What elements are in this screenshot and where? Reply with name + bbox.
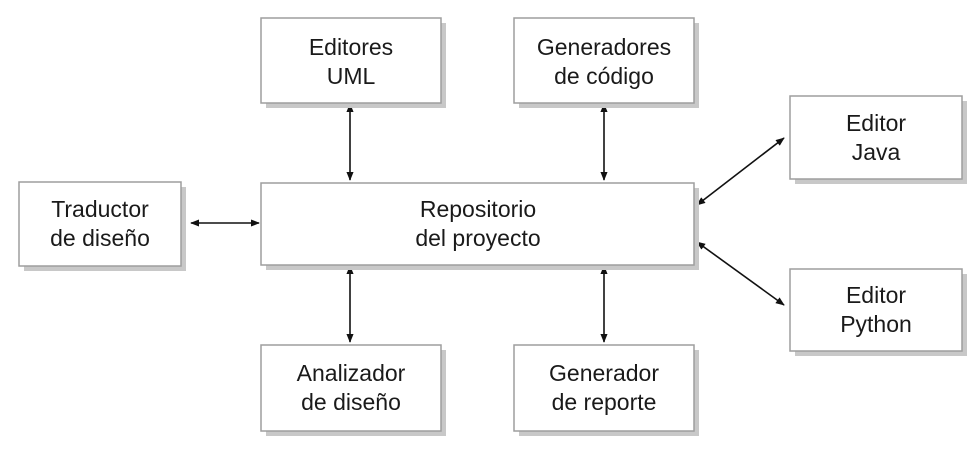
node-uml-editors-line2: UML (327, 63, 376, 89)
node-code-generators-line1: Generadores (537, 34, 671, 60)
node-report-generator: Generador de reporte (513, 344, 699, 436)
edge-repository-java-editor (696, 137, 785, 206)
node-design-translator: Traductor de diseño (18, 181, 186, 271)
node-repository-line1: Repositorio (420, 196, 536, 222)
node-code-generators-line2: de código (554, 63, 654, 89)
node-code-generators: Generadores de código (513, 17, 699, 108)
node-design-analyzer-line1: Analizador (297, 360, 406, 386)
node-uml-editors: Editores UML (260, 17, 446, 108)
node-design-analyzer: Analizador de diseño (260, 344, 446, 436)
node-design-translator-line2: de diseño (50, 225, 150, 251)
node-report-generator-line2: de reporte (552, 389, 657, 415)
node-uml-editors-line1: Editores (309, 34, 393, 60)
node-java-editor-line1: Editor (846, 110, 906, 136)
node-java-editor-line2: Java (852, 139, 901, 165)
node-python-editor-line1: Editor (846, 282, 906, 308)
node-python-editor: Editor Python (789, 268, 967, 356)
edges (190, 103, 785, 343)
node-repository: Repositorio del proyecto (260, 182, 699, 270)
node-repository-line2: del proyecto (415, 225, 540, 251)
node-python-editor-line2: Python (840, 311, 912, 337)
node-design-translator-line1: Traductor (51, 196, 149, 222)
node-design-analyzer-line2: de diseño (301, 389, 401, 415)
node-report-generator-line1: Generador (549, 360, 659, 386)
edge-repository-python-editor (696, 241, 785, 306)
node-java-editor: Editor Java (789, 95, 967, 184)
